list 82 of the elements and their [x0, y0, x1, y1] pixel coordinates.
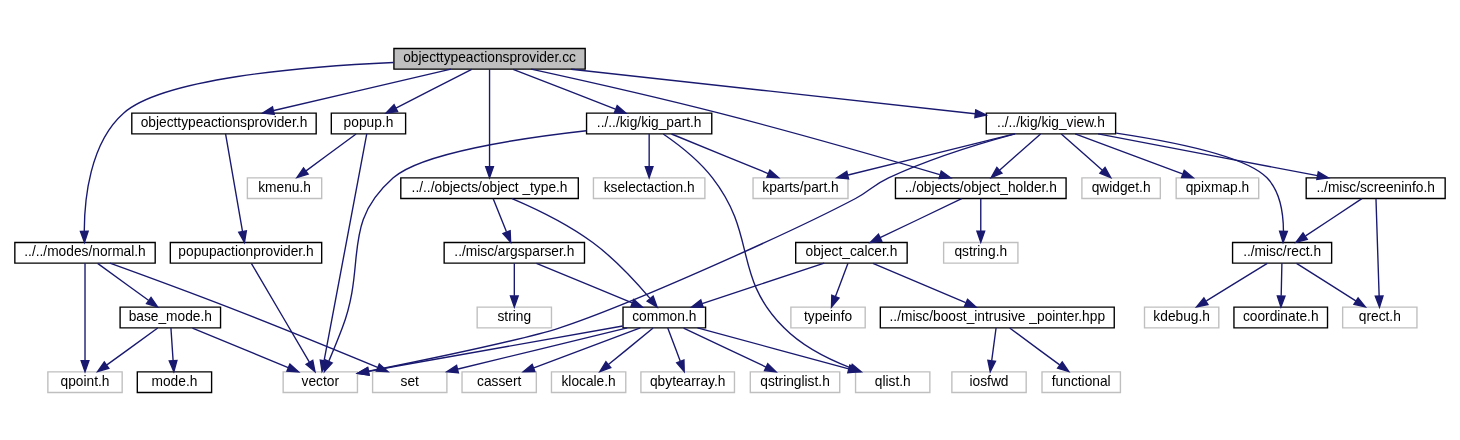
node-box: mode.h — [136, 370, 213, 393]
arrow — [250, 262, 317, 374]
node-box: qpoint.h — [47, 370, 123, 393]
arrow — [168, 326, 178, 374]
node-box: ../../kig/kig_part.h — [585, 112, 713, 134]
arrow — [79, 61, 395, 244]
node-box: qrect.h — [1341, 306, 1418, 328]
node-box: objecttypeactionsprovider.h — [131, 112, 317, 134]
arrow — [1194, 262, 1268, 308]
arrow — [484, 68, 495, 180]
arrow — [511, 197, 659, 309]
node-box: functional — [1041, 370, 1122, 393]
arrow — [191, 326, 301, 373]
arrow — [492, 197, 512, 244]
arrow — [975, 197, 986, 244]
arrow — [530, 68, 953, 179]
node-box: set — [371, 370, 448, 393]
arrow — [1374, 197, 1384, 309]
node-box: ../objects/object_holder.h — [894, 176, 1067, 199]
node-box: klocale.h — [550, 370, 627, 393]
node-box: qpixmap.h — [1175, 176, 1260, 199]
node-box: qlist.h — [854, 370, 931, 393]
arrow — [987, 326, 997, 374]
node-box: cassert — [461, 370, 538, 393]
node-box: iosfwd — [951, 370, 1027, 393]
arrow — [868, 197, 963, 243]
arrow — [1074, 132, 1196, 178]
node-box: popupactionprovider.h — [169, 241, 323, 264]
node-box: qstringlist.h — [749, 370, 841, 393]
node-box: kdebug.h — [1143, 306, 1220, 328]
node-box: base_mode.h — [119, 306, 222, 328]
node-box: typeinfo — [790, 306, 866, 328]
node-box: ../misc/rect.h — [1231, 241, 1333, 264]
node-box: ../misc/argsparser.h — [443, 241, 586, 264]
node-box: kparts/part.h — [752, 176, 849, 199]
node-box: qwidget.h — [1081, 176, 1161, 199]
arrow — [1097, 132, 1331, 180]
arrow — [1276, 262, 1287, 309]
node-box: kselectaction.h — [592, 176, 706, 199]
node-box: string — [476, 306, 553, 328]
node-box: kmenu.h — [246, 176, 323, 199]
arrow — [989, 132, 1042, 179]
node-box: ../../objects/object _type.h — [400, 176, 579, 199]
arrow — [95, 326, 159, 373]
arrow — [509, 262, 520, 309]
arrow — [1115, 131, 1289, 244]
arrow — [80, 262, 90, 374]
arrow — [260, 68, 452, 115]
node-box: ../../modes/normal.h — [14, 241, 156, 264]
arrow — [834, 132, 1016, 180]
arrow — [521, 326, 641, 373]
arrow — [535, 262, 645, 308]
node-box: coordinate.h — [1233, 306, 1329, 328]
arrow — [1294, 197, 1363, 243]
arrow — [667, 326, 685, 374]
arrow — [1295, 262, 1368, 308]
node-box: qbytearray.h — [640, 370, 736, 393]
node-box: ../../kig/kig_view.h — [985, 112, 1117, 134]
node-box: ../misc/boost_intrusive _pointer.hpp — [879, 306, 1115, 328]
arrow — [872, 262, 979, 308]
node-box: qstring.h — [942, 241, 1019, 264]
node-box: objecttypeactionsprovider.cc — [393, 47, 586, 70]
arrow — [689, 262, 825, 308]
arrow — [96, 262, 160, 308]
arrow — [670, 132, 781, 179]
arrow — [444, 326, 628, 374]
arrow — [598, 326, 654, 373]
arrow — [682, 326, 778, 373]
node-box: vector — [282, 370, 359, 393]
arrow — [1060, 132, 1113, 179]
node-box: popup.h — [330, 112, 407, 134]
node-box: ../misc/screeninfo.h — [1305, 176, 1446, 199]
arrow — [512, 68, 628, 114]
node-box: object_calcer.h — [795, 241, 908, 264]
arrow — [570, 68, 989, 118]
arrow — [295, 132, 357, 179]
arrow — [1008, 326, 1071, 373]
arrow — [644, 132, 654, 180]
arrow — [384, 68, 473, 114]
arrow — [224, 132, 248, 244]
node-box: common.h — [622, 306, 707, 328]
arrow — [830, 262, 849, 309]
